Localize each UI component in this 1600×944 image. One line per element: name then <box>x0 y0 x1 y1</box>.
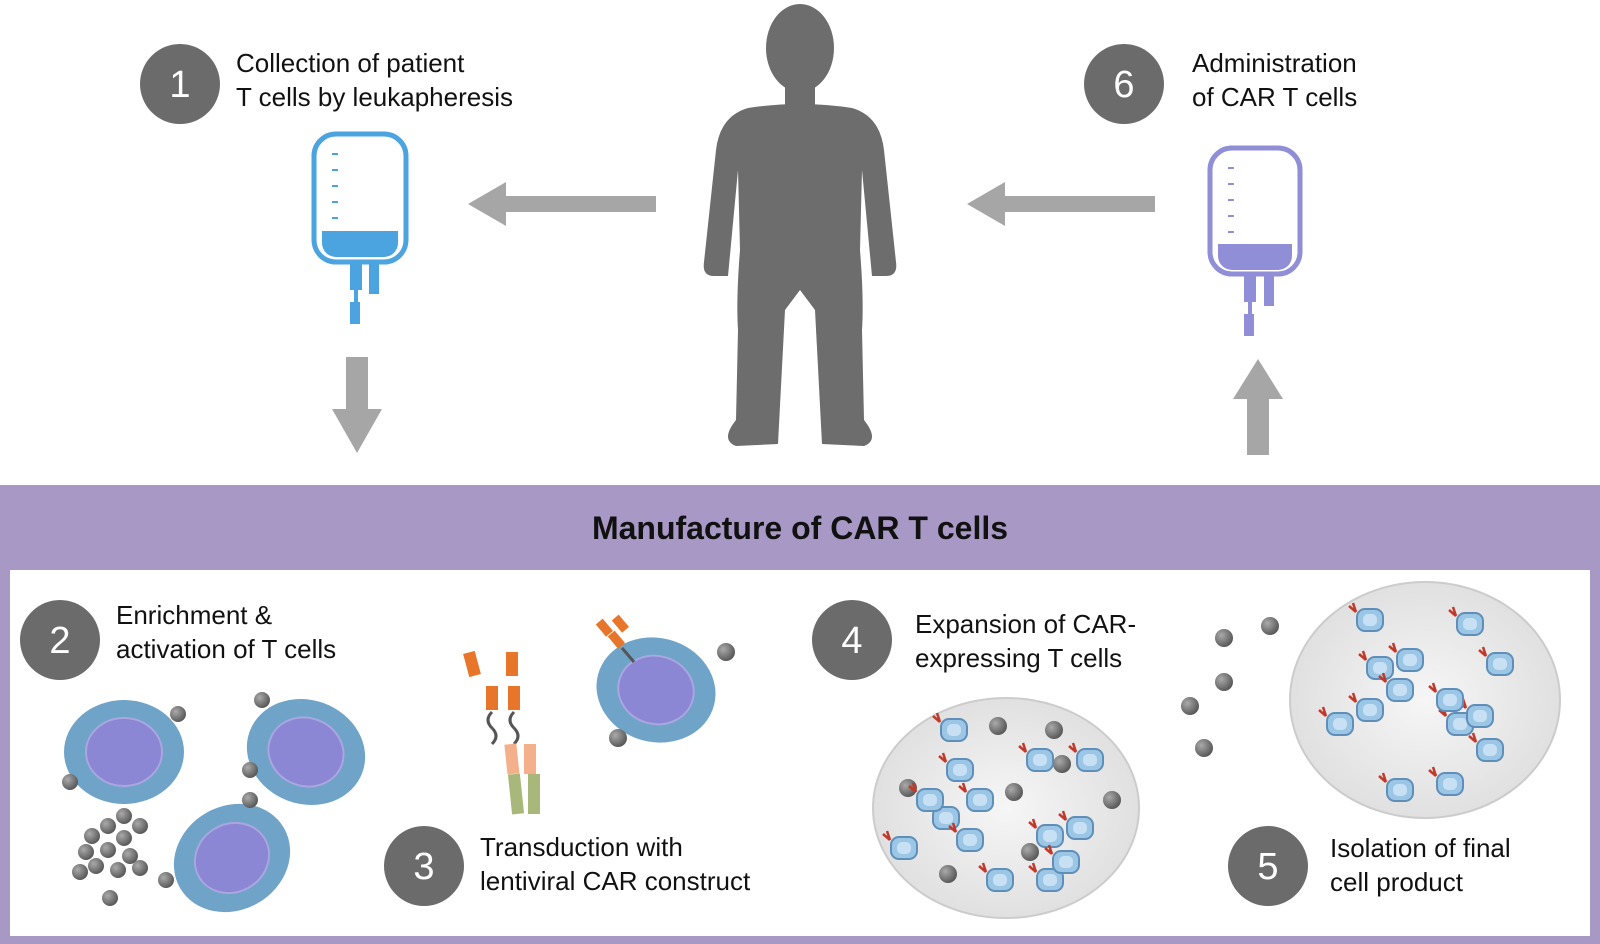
step-badge-5 <box>1228 826 1308 906</box>
bead-icon <box>609 643 735 747</box>
step-2: 2 Enrichment & activation of T cells <box>20 600 336 680</box>
step-2-label-line-1: Enrichment & <box>116 600 272 630</box>
step-5-label-line-1: Isolation of final <box>1330 833 1511 863</box>
step-number-6: 6 <box>1113 64 1134 106</box>
car-receptor-icon <box>463 650 540 815</box>
iv-bag-icon <box>311 131 409 324</box>
step-4-label-line-2: expressing T cells <box>915 643 1122 673</box>
human-silhouette-icon <box>703 4 897 446</box>
step-number-2: 2 <box>49 620 70 662</box>
car-receptor-icon <box>595 614 636 663</box>
step-2-label-line-2: activation of T cells <box>116 634 336 664</box>
bead-icon <box>1181 617 1279 757</box>
step-5: 5 Isolation of final cell product <box>1228 826 1511 906</box>
step-badge-2 <box>20 600 100 680</box>
step-5-label-line-2: cell product <box>1330 867 1464 897</box>
step-badge-1 <box>140 44 220 124</box>
step-1-label-line-1: Collection of patient <box>236 48 465 78</box>
step-4: 4 Expansion of CAR- expressing T cells <box>812 600 1136 680</box>
step-1-label-line-2: T cells by leukapheresis <box>236 82 513 112</box>
step-3-label-line-1: Transduction with <box>480 832 683 862</box>
step-6-label-line-2: of CAR T cells <box>1192 82 1357 112</box>
bead-icon <box>62 692 270 906</box>
step-3-label-line-2: lentiviral CAR construct <box>480 866 751 896</box>
arrow-icon <box>468 182 656 226</box>
arrow-icon <box>1233 359 1283 455</box>
culture-dish-icon <box>1289 581 1561 819</box>
manufacture-title: Manufacture of CAR T cells <box>592 510 1008 546</box>
step-6: 6 Administration of CAR T cells <box>1084 44 1357 124</box>
step-4-label-line-1: Expansion of CAR- <box>915 609 1136 639</box>
step-6-label-line-1: Administration <box>1192 48 1357 78</box>
step-badge-6 <box>1084 44 1164 124</box>
step-badge-3 <box>384 826 464 906</box>
step-badge-4 <box>812 600 892 680</box>
step-1: 1 Collection of patient T cells by leuka… <box>140 44 513 124</box>
step-3: 3 Transduction with lentiviral CAR const… <box>384 826 751 906</box>
culture-dish-icon <box>872 697 1140 919</box>
step-number-5: 5 <box>1257 846 1278 888</box>
arrow-icon <box>332 357 382 453</box>
step-number-3: 3 <box>413 846 434 888</box>
iv-bag-icon <box>1207 145 1303 336</box>
step-number-1: 1 <box>169 64 190 106</box>
t-cell-icon <box>63 699 185 805</box>
arrow-icon <box>967 182 1155 226</box>
step-number-4: 4 <box>841 620 862 662</box>
